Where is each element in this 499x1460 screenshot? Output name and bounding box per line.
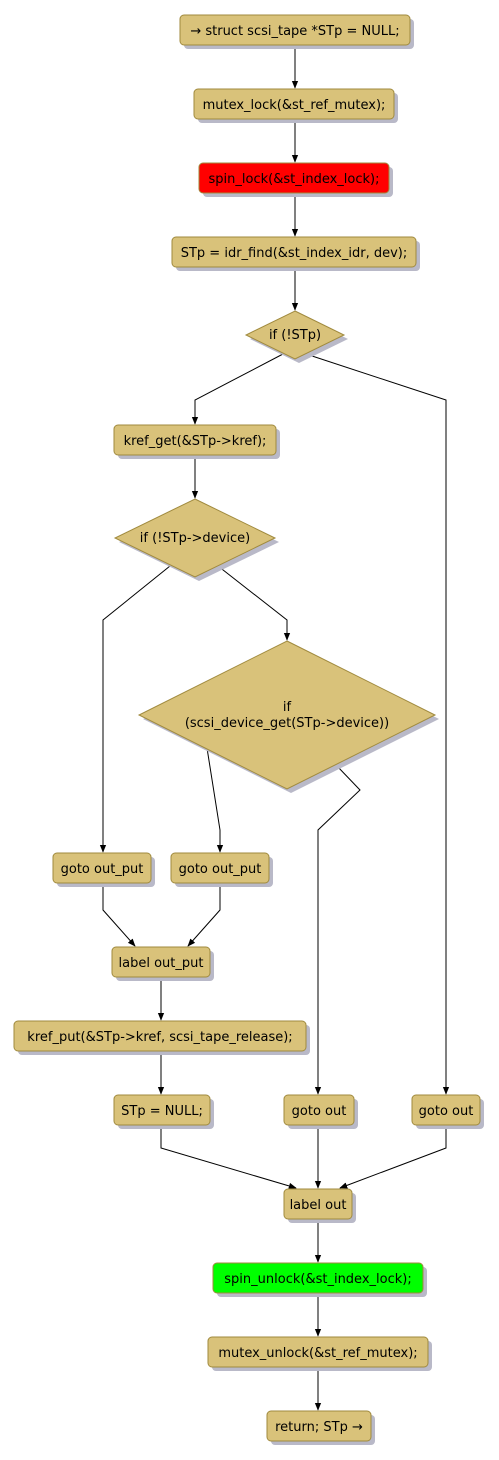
node-idr-find: STp = idr_find(&st_index_idr, dev); (171, 236, 420, 271)
edge-ifdev-gotoputl (99, 565, 171, 853)
node-spin-lock: spin_lock(&st_index_lock); (198, 162, 393, 197)
node-stp-null: STp = NULL; (113, 1094, 214, 1129)
edge-ifscsi-gotoput2 (206, 747, 224, 853)
node-goto-out-put-1-label: goto out_put (61, 862, 144, 877)
edge-if-kref (191, 353, 284, 425)
node-kref-get: kref_get(&STp->kref); (113, 424, 280, 459)
edge-gotoput2-label (187, 884, 221, 947)
node-label-out-put-label: label out_put (119, 956, 204, 971)
node-stp-null-label: STp = NULL; (121, 1104, 203, 1119)
node-goto-out-2-label: goto out (419, 1104, 474, 1119)
node-mutex-lock: mutex_lock(&st_ref_mutex); (193, 88, 398, 123)
node-spin-lock-label: spin_lock(&st_index_lock); (209, 172, 380, 187)
node-if-device-label: if (!STp->device) (140, 531, 250, 546)
node-spin-unlock: spin_unlock(&st_index_lock); (212, 1262, 427, 1297)
node-label-out-label: label out (290, 1198, 347, 1213)
node-mutex-unlock-label: mutex_unlock(&st_ref_mutex); (218, 1346, 417, 1361)
node-return: return; STp → (266, 1410, 375, 1445)
node-goto-out-put-2-label: goto out_put (179, 862, 262, 877)
node-if-scsi-label-1: if (283, 700, 292, 715)
node-goto-out-put-2: goto out_put (170, 852, 273, 887)
node-return-label: return; STp → (275, 1420, 363, 1435)
edge-gotoout2-labelout (339, 1126, 447, 1189)
node-kref-put-label: kref_put(&STp->kref, scsi_tape_release); (27, 1030, 292, 1045)
node-kref-get-label: kref_get(&STp->kref); (124, 434, 267, 449)
node-if-scsi-label-2: (scsi_device_get(STp->device)) (185, 716, 389, 731)
edges (99, 46, 450, 1411)
node-label-out: label out (283, 1188, 356, 1223)
node-label-out-put: label out_put (111, 946, 214, 981)
node-if-stp-label: if (!STp) (269, 328, 321, 343)
edge-ifscsi-gotoout1 (314, 765, 361, 1095)
node-start: → struct scsi_tape *STp = NULL; (179, 14, 414, 49)
node-kref-put: kref_put(&STp->kref, scsi_tape_release); (13, 1020, 310, 1055)
node-idr-find-label: STp = idr_find(&st_index_idr, dev); (181, 246, 408, 261)
edge-ifdev-ifscsi (217, 565, 291, 641)
node-mutex-unlock: mutex_unlock(&st_ref_mutex); (207, 1336, 432, 1371)
edge-stpnull-labelout (160, 1126, 297, 1190)
node-if-stp: if (!STp) (244, 310, 348, 363)
node-start-label: → struct scsi_tape *STp = NULL; (190, 24, 399, 39)
edge-gotoput1-label (102, 884, 136, 947)
node-goto-out-put-1: goto out_put (52, 852, 155, 887)
node-if-scsi-device-get: if (scsi_device_get(STp->device)) (137, 640, 439, 793)
node-spin-unlock-label: spin_unlock(&st_index_lock); (224, 1272, 411, 1287)
node-goto-out-1: goto out (283, 1094, 358, 1129)
node-mutex-lock-label: mutex_lock(&st_ref_mutex); (203, 98, 386, 113)
edge-if-gotoout2 (305, 353, 450, 1095)
node-if-device: if (!STp->device) (113, 498, 279, 581)
node-goto-out-2: goto out (411, 1094, 484, 1129)
node-goto-out-1-label: goto out (292, 1104, 347, 1119)
